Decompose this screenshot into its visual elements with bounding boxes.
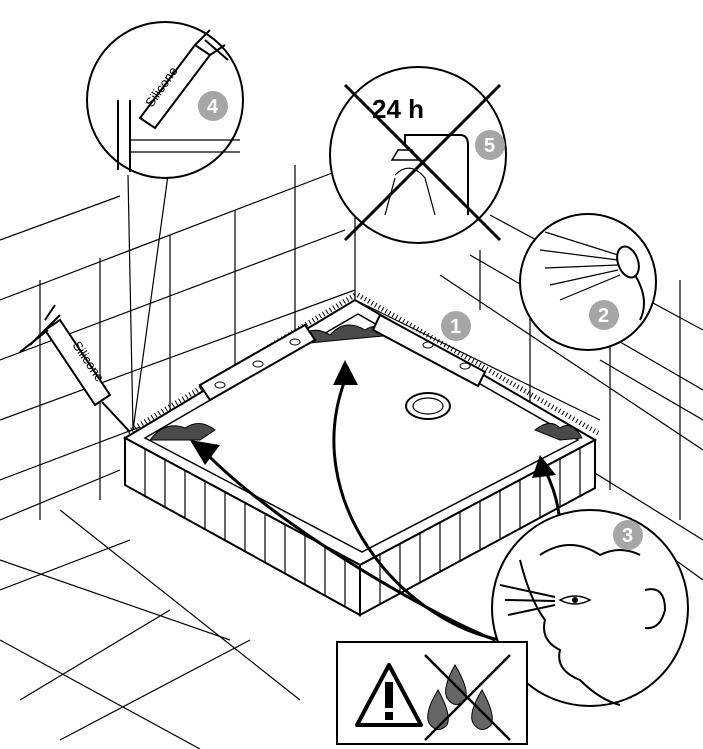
badge-2-number: 2 [598,305,609,327]
badge-3-number: 3 [622,525,633,547]
badge-5-number: 5 [484,135,495,157]
callout-silicone-detail: Silicone 4 [87,22,243,430]
warning-box [337,642,527,744]
callout-no-shower-24h: 24 h 5 [330,67,506,243]
callout-spray-test: 2 [520,214,656,350]
silicone-tube-icon: Silicone [20,305,130,432]
badge-4-number: 4 [207,96,219,118]
badge-1-number: 1 [450,316,461,338]
callout-leveling: 1 [441,311,471,341]
